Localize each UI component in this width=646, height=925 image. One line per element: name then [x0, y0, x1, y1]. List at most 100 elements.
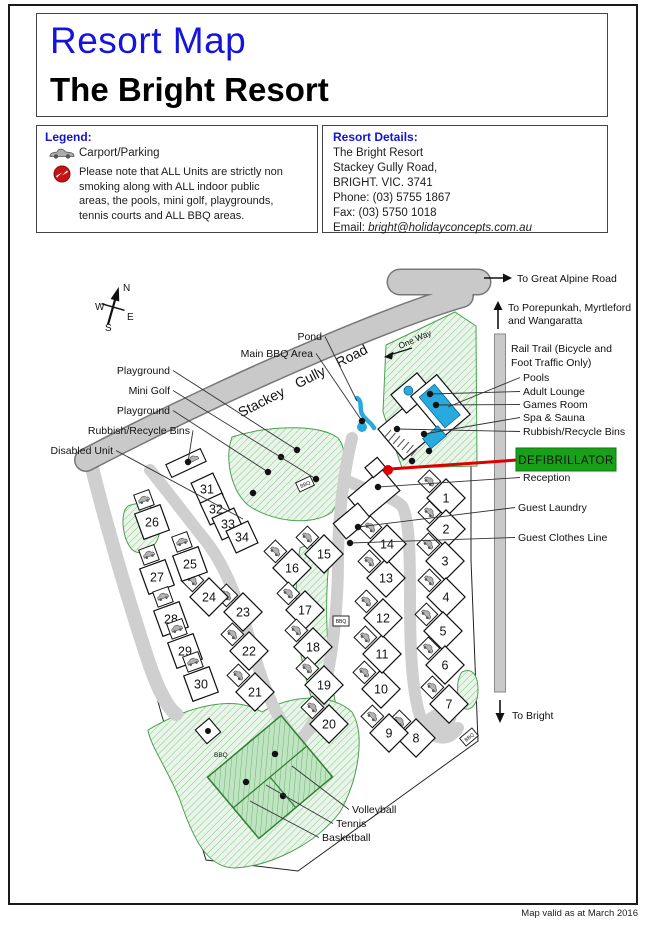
right-arrow-icon [503, 273, 512, 283]
svg-text:Pond: Pond [297, 331, 322, 343]
unit-number: 23 [236, 606, 250, 620]
unit-number: 14 [380, 538, 394, 552]
unit-number: 18 [306, 641, 320, 655]
unit-number: 3 [442, 555, 449, 569]
unit-4: 4 [417, 568, 466, 617]
carport-icon [138, 544, 160, 566]
carport-icon [300, 695, 325, 720]
email-address: bright@holidayconcepts.com.au [368, 222, 532, 234]
bbq-marker-label: BBQ [464, 732, 476, 743]
unit-number: 1 [443, 492, 450, 506]
carport-icon [416, 532, 441, 557]
svg-text:Guest Clothes Line: Guest Clothes Line [518, 532, 607, 544]
defibrillator-line [389, 458, 518, 471]
defibrillator-dot [383, 465, 393, 475]
tree-dot [425, 447, 433, 455]
tree-dot [249, 489, 257, 497]
unit-3: 3 [416, 532, 465, 581]
unit-number: 25 [183, 558, 197, 572]
carport-label: Carport/Parking [79, 147, 160, 159]
to-porepunkah: To Porepunkah, Myrtleford and Wangaratta [493, 301, 631, 329]
resort-details-box: Resort Details: The Bright Resort Stacke… [322, 125, 608, 234]
svg-text:Mini Golf: Mini Golf [129, 385, 171, 397]
carport-icon [354, 589, 379, 614]
sport-courts [206, 714, 334, 840]
unit-number: 6 [442, 659, 449, 673]
svg-text:Basketball: Basketball [322, 832, 370, 844]
unit-number: 10 [374, 683, 388, 697]
direction-label: To Great Alpine Road [517, 273, 617, 285]
map-label-tennis: Tennis [265, 784, 366, 830]
bbq-marker: BBQ [295, 475, 315, 493]
tree-dot [279, 792, 287, 800]
carport-icon [417, 469, 442, 494]
unit-20: 20 [300, 695, 349, 744]
no-smoking-icon [45, 165, 79, 223]
to-bright: To Bright [495, 700, 554, 723]
carport-icon [133, 489, 155, 511]
map-valid-note: Map valid as at March 2016 [521, 908, 638, 919]
svg-text:Playground: Playground [117, 365, 170, 377]
details-street: Stackey Gully Road, [333, 162, 438, 174]
compass-e: E [127, 312, 134, 323]
svg-text:Spa & Sauna: Spa & Sauna [523, 412, 585, 424]
carport-icon [357, 549, 382, 574]
compass-n: N [123, 283, 130, 294]
unit-number: 13 [379, 572, 393, 586]
svg-text:Adult Lounge: Adult Lounge [523, 386, 585, 398]
unit-number: 8 [413, 732, 420, 746]
map-label-guest-laundry: Guest Laundry [354, 502, 588, 531]
unit-number: 17 [298, 604, 312, 618]
details-phone: Phone: (03) 5755 1867 [333, 192, 451, 204]
carport-icon [417, 500, 442, 525]
property-boundary [88, 400, 479, 872]
unit-15: 15 [295, 525, 344, 574]
defibrillator-callout: DEFIBRILLATOR [383, 447, 617, 475]
unit-26: 26 [133, 489, 171, 541]
unit-22: 22 [220, 622, 269, 671]
unit-number: 31 [200, 483, 214, 497]
unit-25: 25 [171, 531, 209, 583]
map-label-playground: Playground [117, 365, 301, 454]
rail-trail-label-2: Foot Traffic Only) [511, 357, 591, 369]
carport-icon [420, 675, 445, 700]
carport-icon [295, 525, 320, 550]
bbq-marker: BBQ [459, 727, 479, 747]
carport-icon [360, 704, 385, 729]
map-label-adult-lounge: Adult Lounge [426, 386, 585, 398]
map-label-playground: Playground [117, 405, 272, 476]
up-arrow-icon [493, 301, 503, 310]
carport-icon [182, 651, 204, 673]
carport-icon [263, 539, 288, 564]
details-fax: Fax: (03) 5750 1018 [333, 207, 437, 219]
unit-11: 11 [353, 625, 402, 674]
bbq-shelter-label: BBQ [214, 752, 228, 759]
unit-16: 16 [263, 539, 312, 588]
unit-number: 2 [443, 523, 450, 537]
svg-text:Rubbish/Recycle Bins: Rubbish/Recycle Bins [88, 425, 190, 437]
unit-2: 2 [417, 500, 466, 549]
unit-5: 5 [414, 602, 463, 651]
carport-icon [284, 618, 309, 643]
carport-icon [166, 618, 188, 640]
unit-number: 16 [285, 562, 299, 576]
map-label-reception: Reception [374, 472, 570, 491]
main-bbq-shelter: BBQ [194, 717, 228, 759]
legend-heading: Legend: [45, 130, 92, 144]
parking-bays [383, 429, 419, 457]
compass-s: S [105, 323, 112, 334]
unit-27: 27 [138, 544, 176, 596]
unit-13: 13 [357, 549, 406, 598]
svg-text:Volleyball: Volleyball [352, 804, 396, 816]
map-label-spa-sauna: Spa & Sauna [420, 412, 585, 438]
defibrillator-label: DEFIBRILLATOR [518, 455, 614, 467]
carport-icon [352, 660, 377, 685]
defibrillator-box [515, 447, 617, 472]
unit-9: 9 [360, 704, 409, 753]
map-label-disabled-unit: Disabled Unit [51, 445, 244, 520]
unit-number: 21 [248, 686, 262, 700]
unit-number: 7 [446, 698, 453, 712]
svg-text:Rubbish/Recycle Bins: Rubbish/Recycle Bins [523, 426, 625, 438]
